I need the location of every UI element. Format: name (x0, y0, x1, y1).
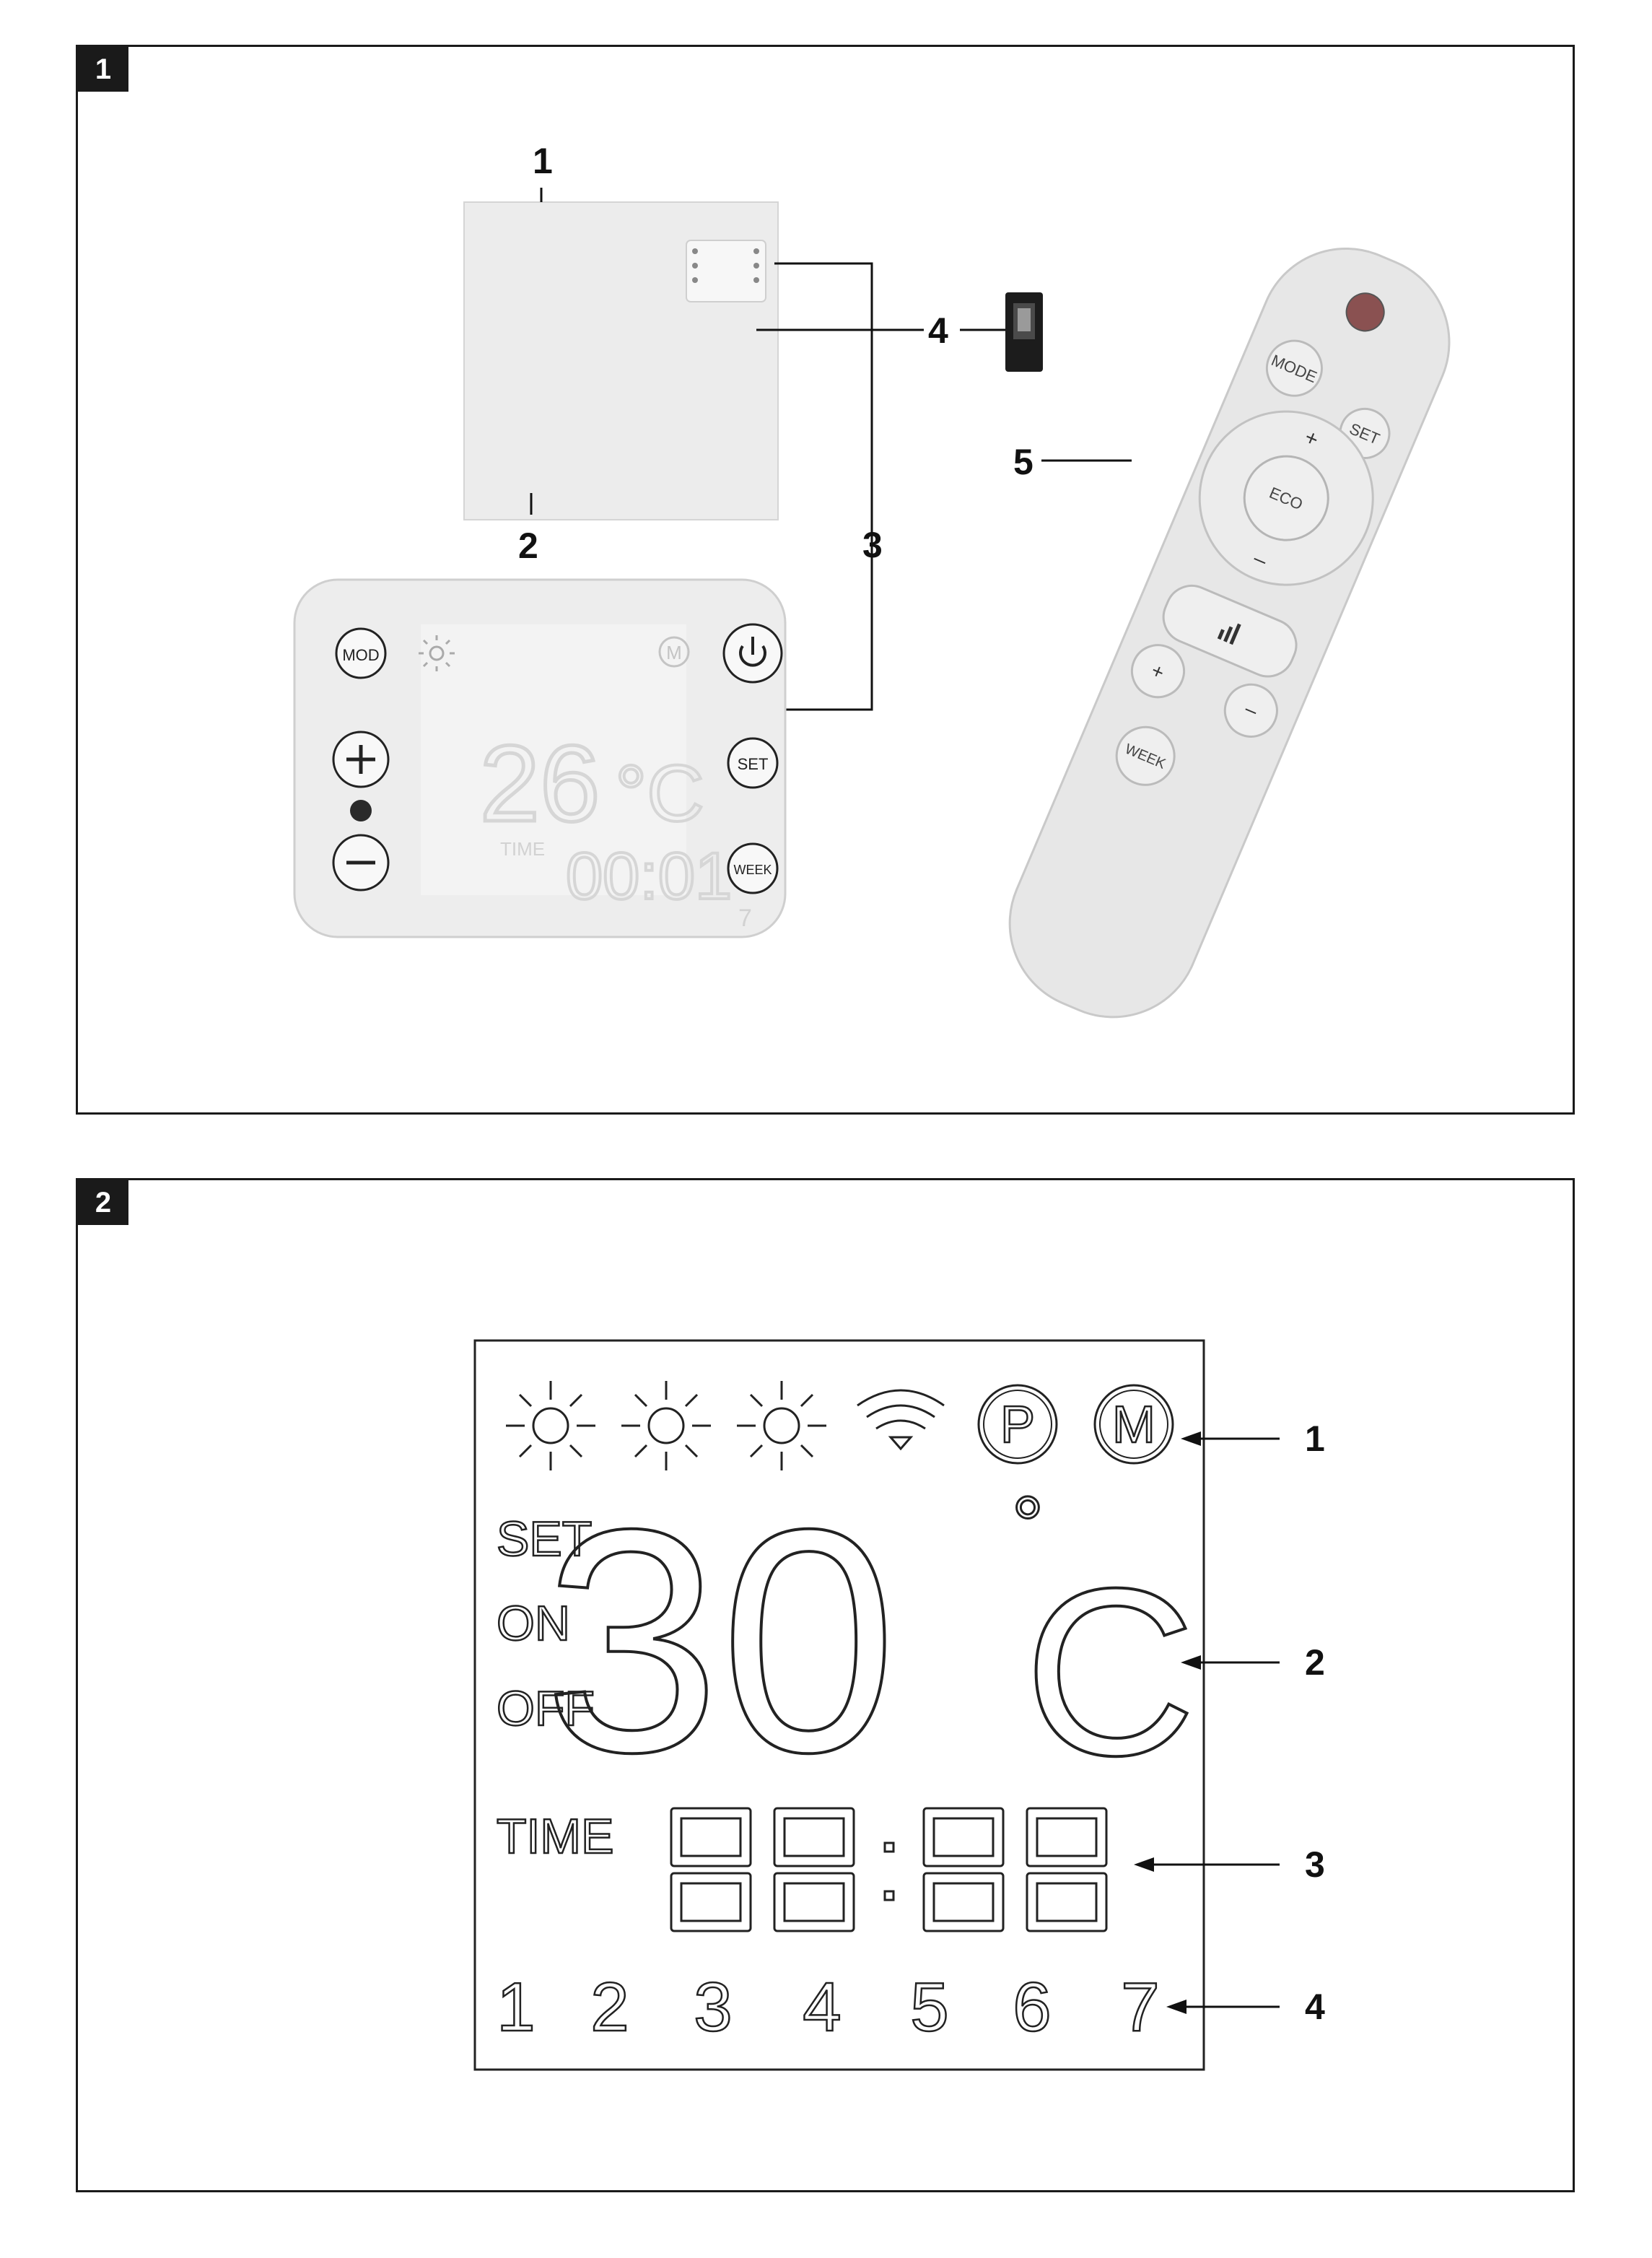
callout-1: 1 (533, 141, 553, 181)
figure-panel-1: 1 1 2 3 4 5 (76, 45, 1575, 1115)
callout-4: 4 (928, 310, 948, 351)
temperature-digits: 30 (543, 1464, 896, 1818)
time-digit-2 (773, 1807, 855, 1932)
callout-5: 5 (1013, 442, 1033, 482)
time-digit-3 (922, 1807, 1005, 1932)
on-label: ON (497, 1596, 570, 1651)
week-button (727, 842, 779, 894)
thermostat-day: 7 (738, 904, 752, 932)
callout-3: 3 (862, 525, 883, 565)
power-icon (739, 637, 766, 667)
callout-2: 2 (518, 526, 538, 566)
day-6: 6 (1013, 1969, 1051, 2046)
time-label: TIME (497, 1809, 613, 1864)
off-label: OFF (497, 1681, 595, 1736)
remote-week-plus-button (1130, 644, 1185, 699)
remote-control: MODE SET ECO + – + – WEEK (1008, 247, 1451, 1019)
thermostat-unit: °C (615, 749, 704, 838)
degree-symbol: ° (1012, 1481, 1044, 1569)
remote-week-minus-button (1223, 683, 1278, 738)
m-mode-label: M (666, 642, 682, 663)
callout-1: 1 (1305, 1418, 1325, 1459)
figure-2-illustration: P M SET ON OFF TIME 30 ° C (473, 1339, 1325, 2071)
time-digit-4 (1026, 1807, 1108, 1932)
mod-button (335, 627, 387, 679)
colon-dot-top (883, 1841, 895, 1853)
day-2: 2 (590, 1969, 629, 2046)
day-3: 3 (694, 1969, 732, 2046)
p-symbol: P (1000, 1396, 1035, 1454)
sun-icon (621, 1381, 711, 1470)
figure-panel-2: 2 (76, 1178, 1575, 2192)
day-1: 1 (497, 1969, 535, 2046)
set-label: SET (497, 1512, 592, 1566)
sun-icon (506, 1381, 595, 1470)
receiver-pins (692, 248, 759, 283)
thermostat-controller: MOD SET WEEK M (293, 578, 787, 938)
panel-tag-1: 1 (78, 47, 128, 92)
m-symbol: M (1112, 1396, 1155, 1454)
callout-2: 2 (1305, 1642, 1325, 1683)
lcd-display (473, 1339, 1205, 2071)
time-digit-1 (670, 1807, 752, 1932)
day-4: 4 (803, 1969, 841, 2046)
sun-icon (419, 635, 455, 671)
mod-label: MOD (342, 646, 379, 664)
callout-4: 4 (1305, 1987, 1325, 2027)
remote-mode-button (1265, 339, 1323, 397)
sun-icon (737, 1381, 826, 1470)
sun-icons (506, 1381, 826, 1470)
remote-eco-button (1243, 455, 1329, 541)
figure-1-illustration: 1 2 3 4 5 MOD SET WEEK (293, 141, 1451, 1019)
thermostat-time-label: TIME (500, 838, 545, 860)
remote-power-button (1345, 292, 1385, 332)
signal-bars-icon (1217, 623, 1241, 645)
plus-icon (346, 745, 375, 774)
set-label: SET (738, 755, 769, 773)
arrowheads (1134, 1431, 1201, 2014)
wifi-icon (857, 1389, 945, 1451)
set-button (727, 737, 779, 789)
day-7: 7 (1121, 1969, 1159, 2046)
thermostat-temperature: 26 (480, 723, 600, 844)
usb-receiver (1005, 292, 1043, 372)
receiver-module (686, 240, 766, 302)
m-mode-icon (658, 636, 690, 668)
callout-3: 3 (1305, 1844, 1325, 1885)
p-icon: P (977, 1384, 1058, 1465)
week-label: WEEK (733, 863, 772, 877)
panel-tag-2: 2 (78, 1180, 128, 1225)
time-digits (670, 1807, 1108, 1932)
day-5: 5 (910, 1969, 948, 2046)
colon-dot-bottom (883, 1890, 895, 1901)
celsius-unit: C (1024, 1538, 1196, 1805)
thermostat-time: 00:01 (566, 840, 732, 913)
m-icon: M (1093, 1384, 1174, 1465)
sensor-dot (350, 800, 372, 821)
remote-week-button (1115, 725, 1176, 786)
callout-arrows (1150, 1437, 1280, 2008)
